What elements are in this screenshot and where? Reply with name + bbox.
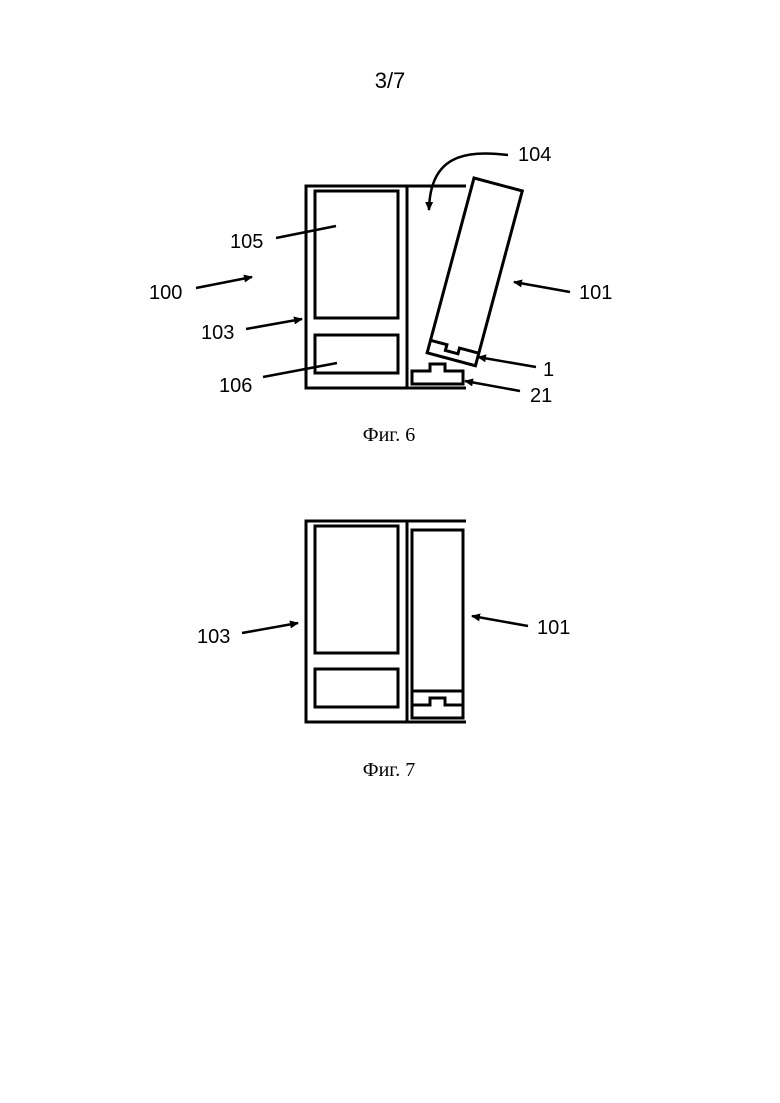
ref-1: 1 <box>543 359 554 381</box>
leader-103 <box>246 319 302 329</box>
compartment-upper <box>315 526 398 653</box>
ref-103: 103 <box>197 626 230 648</box>
cartridge-101-tilted <box>427 178 522 366</box>
connector-joined <box>412 691 463 705</box>
ref-21: 21 <box>530 385 552 407</box>
ref-104: 104 <box>518 144 551 166</box>
leader-100 <box>196 277 252 288</box>
connector-base-21 <box>412 364 463 384</box>
leader-101 <box>472 616 528 626</box>
figure-6-caption: Фиг. 6 <box>363 424 415 446</box>
ref-100: 100 <box>149 282 182 304</box>
ref-101: 101 <box>537 617 570 639</box>
figure-7: 103 101 Фиг. 7 <box>197 521 570 781</box>
ref-106: 106 <box>219 375 252 397</box>
compartment-106 <box>315 335 398 373</box>
compartment-lower <box>315 669 398 707</box>
leader-106 <box>263 363 337 377</box>
leader-1 <box>478 357 536 367</box>
leader-21 <box>465 381 520 391</box>
ref-101: 101 <box>579 282 612 304</box>
figure-6: 104 105 100 101 103 1 106 21 Фиг. 6 <box>149 144 612 446</box>
compartment-105 <box>315 191 398 318</box>
ref-105: 105 <box>230 231 263 253</box>
figure-7-caption: Фиг. 7 <box>363 759 415 781</box>
leader-101 <box>514 282 570 292</box>
ref-103: 103 <box>201 322 234 344</box>
leader-103 <box>242 623 298 633</box>
